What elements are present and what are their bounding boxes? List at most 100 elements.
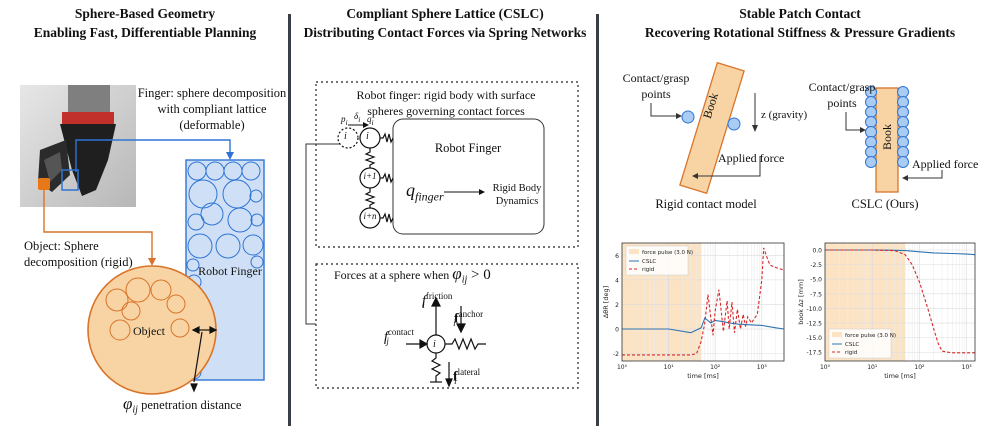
cslc-caption: Robot finger: rigid body with surface sp… (335, 87, 557, 119)
f-contact-subscript: ij (383, 336, 389, 347)
q-finger-subscript: finger (415, 189, 444, 204)
q-finger-symbol: q (406, 180, 415, 200)
rigid-book (679, 61, 745, 195)
panel3-title-line2: Recovering Rotational Stiffness & Pressu… (644, 25, 956, 40)
legend-label-cslc: CSLC (845, 342, 859, 348)
f-anchor-label: fanchori (453, 307, 483, 330)
plot-frame (824, 242, 976, 362)
spring-lattice (337, 122, 394, 229)
penetration-text: penetration distance (141, 398, 242, 412)
right-contact-points-line2: points (827, 96, 857, 110)
qi-subscript: i (371, 117, 374, 127)
y-tick-label: -17.5 (806, 350, 822, 357)
series-line-rigid (825, 249, 975, 354)
cslc-label: CSLC (Ours) (851, 197, 919, 211)
x-tick-label: 10³ (962, 364, 973, 371)
panel1-title: Sphere-Based Geometry Enabling Fast, Dif… (0, 4, 290, 42)
f-lateral-symbol: f (453, 369, 458, 385)
gravity-label: z (gravity) (761, 109, 808, 121)
panel1-title-line2: Enabling Fast, Differentiable Planning (33, 25, 257, 40)
p-subscript: i (345, 117, 348, 127)
x-tick-label: 10⁰ (820, 364, 831, 371)
y-tick-label: -7.5 (810, 291, 822, 298)
f-friction-label: ffrictioni (422, 289, 452, 312)
lattice-connector-line (305, 143, 352, 325)
y-tick-label: -10.0 (806, 306, 822, 313)
rigid-body-line1: Rigid Body (492, 183, 542, 194)
robot-finger-box-label: Robot Finger (434, 141, 502, 155)
forces-condition-subscript: ij (461, 274, 468, 286)
right-contact-points-label: Contact/grasp points (800, 79, 884, 111)
finger-caption-line2: with compliant lattice (157, 102, 267, 116)
qfinger-arrowhead (479, 189, 485, 195)
gripper-photo (20, 85, 136, 207)
y-tick-label: 2 (615, 302, 619, 309)
qi-label: qi (367, 114, 374, 127)
f-contact-label: fcontactij (383, 325, 414, 348)
finger-caption: Finger: sphere decomposition with compli… (137, 85, 287, 133)
panel1-title-line1: Sphere-Based Geometry (74, 6, 216, 21)
plot-frame (621, 242, 785, 362)
legend-swatch-force-pulse (832, 332, 842, 337)
finger-caption-line3: (deformable) (179, 118, 245, 132)
finger-connector-arrowhead (226, 152, 234, 160)
f-friction-subscript: i (422, 300, 425, 311)
x-tick-label: 10¹ (867, 364, 878, 371)
node-i-dashed: i (344, 131, 347, 142)
panel3-title: Stable Patch Contact Recovering Rotation… (600, 4, 1000, 42)
object-caption-line2: decomposition (rigid) (24, 255, 133, 269)
f-contact-superscript: contact (387, 327, 414, 337)
left-contact-points-line2: points (641, 87, 671, 101)
delta-label: δi (354, 111, 360, 124)
force-node-i: i (433, 339, 436, 350)
y-tick-label: 0.0 (812, 248, 822, 255)
y-tick-label: -5.0 (810, 277, 822, 284)
forces-caption: Forces at a sphere when φij > 0 (334, 265, 570, 288)
f-anchor-symbol: f (454, 311, 459, 327)
applied-force-right-label: Applied force (912, 157, 979, 171)
x-tick-label: 10² (914, 364, 925, 371)
penetration-subscript: ij (132, 404, 138, 416)
penetration-indicator (190, 326, 218, 393)
x-tick-label: 10⁰ (617, 364, 628, 371)
f-friction-symbol: f (422, 293, 426, 309)
divider-left (288, 14, 291, 426)
node-i-plus-n: i+n (363, 211, 377, 221)
panel2-title-line1: Compliant Sphere Lattice (CSLC) (346, 6, 544, 21)
node-i-plus-1: i+1 (363, 171, 377, 181)
y-tick-label: 4 (615, 277, 619, 284)
legend-label-cslc: CSLC (642, 259, 656, 265)
forces-caption-text: Forces at a sphere when (334, 268, 450, 282)
x-axis-label: time [ms] (687, 372, 719, 380)
f-anchor-superscript: anchor (458, 309, 484, 319)
panel2-title-line2: Distributing Contact Forces via Spring N… (303, 25, 587, 40)
panel3-title-line1: Stable Patch Contact (739, 6, 861, 21)
cslc-box (315, 81, 579, 248)
legend-label-rigid: rigid (642, 267, 654, 273)
cslc-caption-line1: Robot finger: rigid body with surface (356, 88, 536, 102)
f-lateral-subscript: i (454, 376, 457, 387)
legend-label-rigid: rigid (845, 350, 857, 356)
object-caption-line1: Object: Sphere (24, 239, 99, 253)
forces-condition-rhs: > 0 (467, 267, 491, 283)
left-contact-points-line1: Contact/grasp (622, 71, 690, 85)
rigid-body-line2: Dynamics (495, 196, 539, 207)
x-axis-label: time [ms] (884, 372, 916, 380)
cslc-book (865, 86, 909, 193)
penetration-label: φij penetration distance (123, 395, 242, 419)
f-lateral-superscript: lateral (457, 367, 481, 377)
left-contact-points-label: Contact/grasp points (614, 70, 698, 102)
y-tick-label: -15.0 (806, 335, 822, 342)
node-i: i (366, 131, 369, 142)
f-contact-symbol: f (384, 329, 388, 345)
finger-caption-line1: Finger: sphere decomposition (137, 86, 287, 100)
y-tick-label: 0 (615, 327, 619, 334)
rigid-body-dynamics: Rigid Body Dynamics (485, 182, 549, 208)
right-contact-points-line1: Contact/grasp (808, 80, 876, 94)
force-diagram (406, 296, 486, 388)
finger-connector-line (75, 139, 231, 172)
